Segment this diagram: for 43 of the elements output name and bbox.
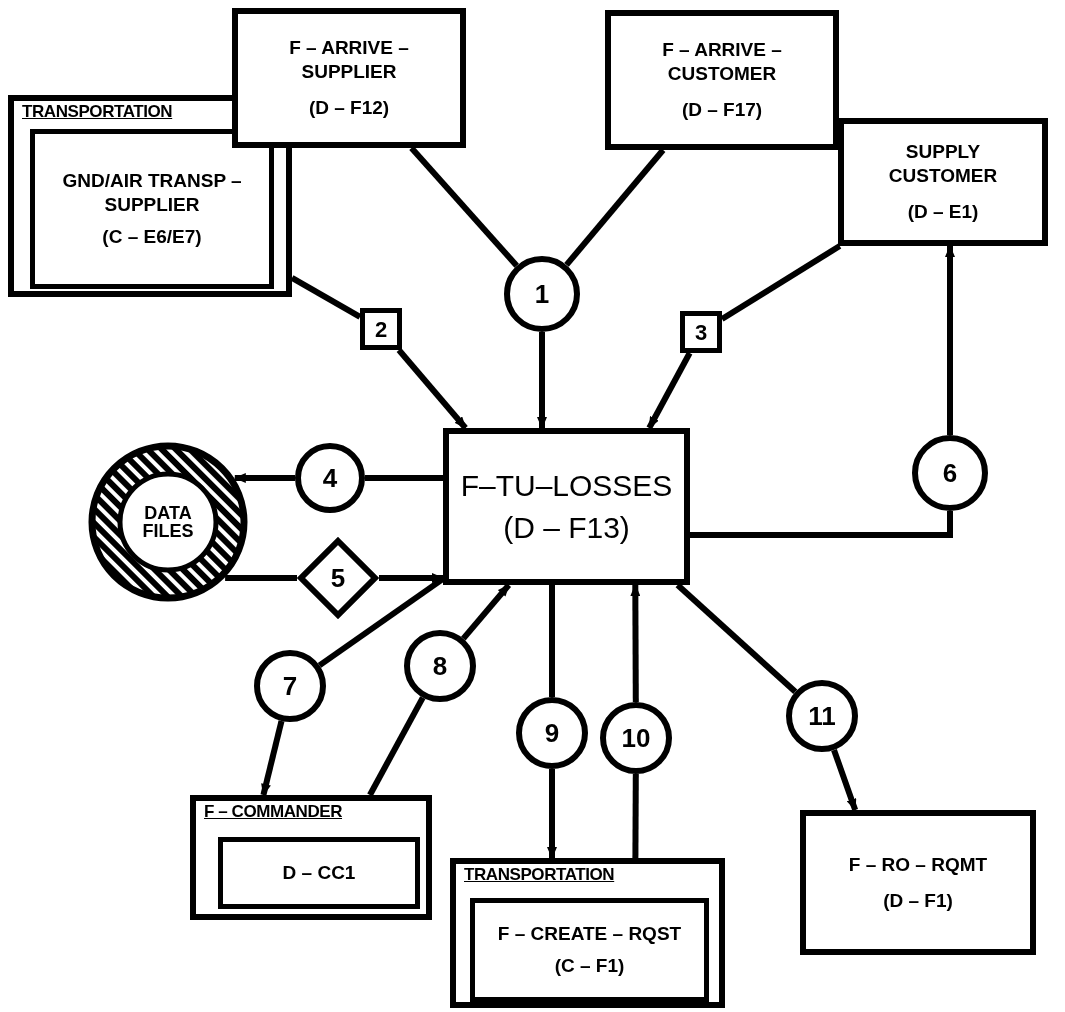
box-label: (D – F13) xyxy=(503,509,630,546)
box-label: (D – F12) xyxy=(308,95,390,120)
arrow xyxy=(630,584,641,702)
arrow xyxy=(461,583,512,641)
container-box xyxy=(450,858,725,1008)
arrow xyxy=(537,332,547,429)
box-label: (C – E6/E7) xyxy=(102,224,202,249)
box-label: F – RO – RQMT xyxy=(848,852,988,877)
arrow xyxy=(945,245,955,435)
process-box xyxy=(605,10,839,150)
process-box xyxy=(838,118,1048,246)
box-label: (D – F17) xyxy=(681,97,763,122)
box-label: GND/AIR TRANSP – SUPPLIER xyxy=(61,169,243,217)
box-label: F–TU–LOSSES xyxy=(460,468,673,504)
container-box xyxy=(190,795,432,920)
arrow xyxy=(396,348,468,430)
container-box xyxy=(8,95,292,297)
process-box xyxy=(232,8,466,148)
box-label: D – CC1 xyxy=(282,861,356,885)
arrow xyxy=(260,720,285,796)
process-box xyxy=(30,129,274,289)
arrow xyxy=(379,573,444,583)
numbered-diamond: 5 xyxy=(297,537,379,619)
box-label: F – CREATE – RQST xyxy=(497,922,682,946)
arrow xyxy=(646,351,693,430)
box-label: (D – E1) xyxy=(907,199,979,224)
numbered-square: 3 xyxy=(680,311,722,353)
numbered-square: 2 xyxy=(360,308,402,350)
arrow xyxy=(547,769,557,859)
process-box xyxy=(443,428,690,585)
box-label: F – ARRIVE – SUPPLIER xyxy=(288,36,410,84)
box-title: TRANSPORTATION xyxy=(22,101,173,123)
box-title: F – COMMANDER xyxy=(204,801,343,823)
data-store-circle: DATA FILES xyxy=(88,442,248,602)
arrow xyxy=(233,473,295,483)
box-label: F – ARRIVE – CUSTOMER xyxy=(661,38,783,86)
box-label: (C – F1) xyxy=(554,954,625,978)
process-box xyxy=(800,810,1036,955)
box-label: (D – F1) xyxy=(883,888,953,913)
process-box xyxy=(470,898,709,1002)
process-box xyxy=(218,837,420,909)
box-label: SUPPLY CUSTOMER xyxy=(887,140,999,188)
box-title: TRANSPORTATION xyxy=(464,864,615,886)
